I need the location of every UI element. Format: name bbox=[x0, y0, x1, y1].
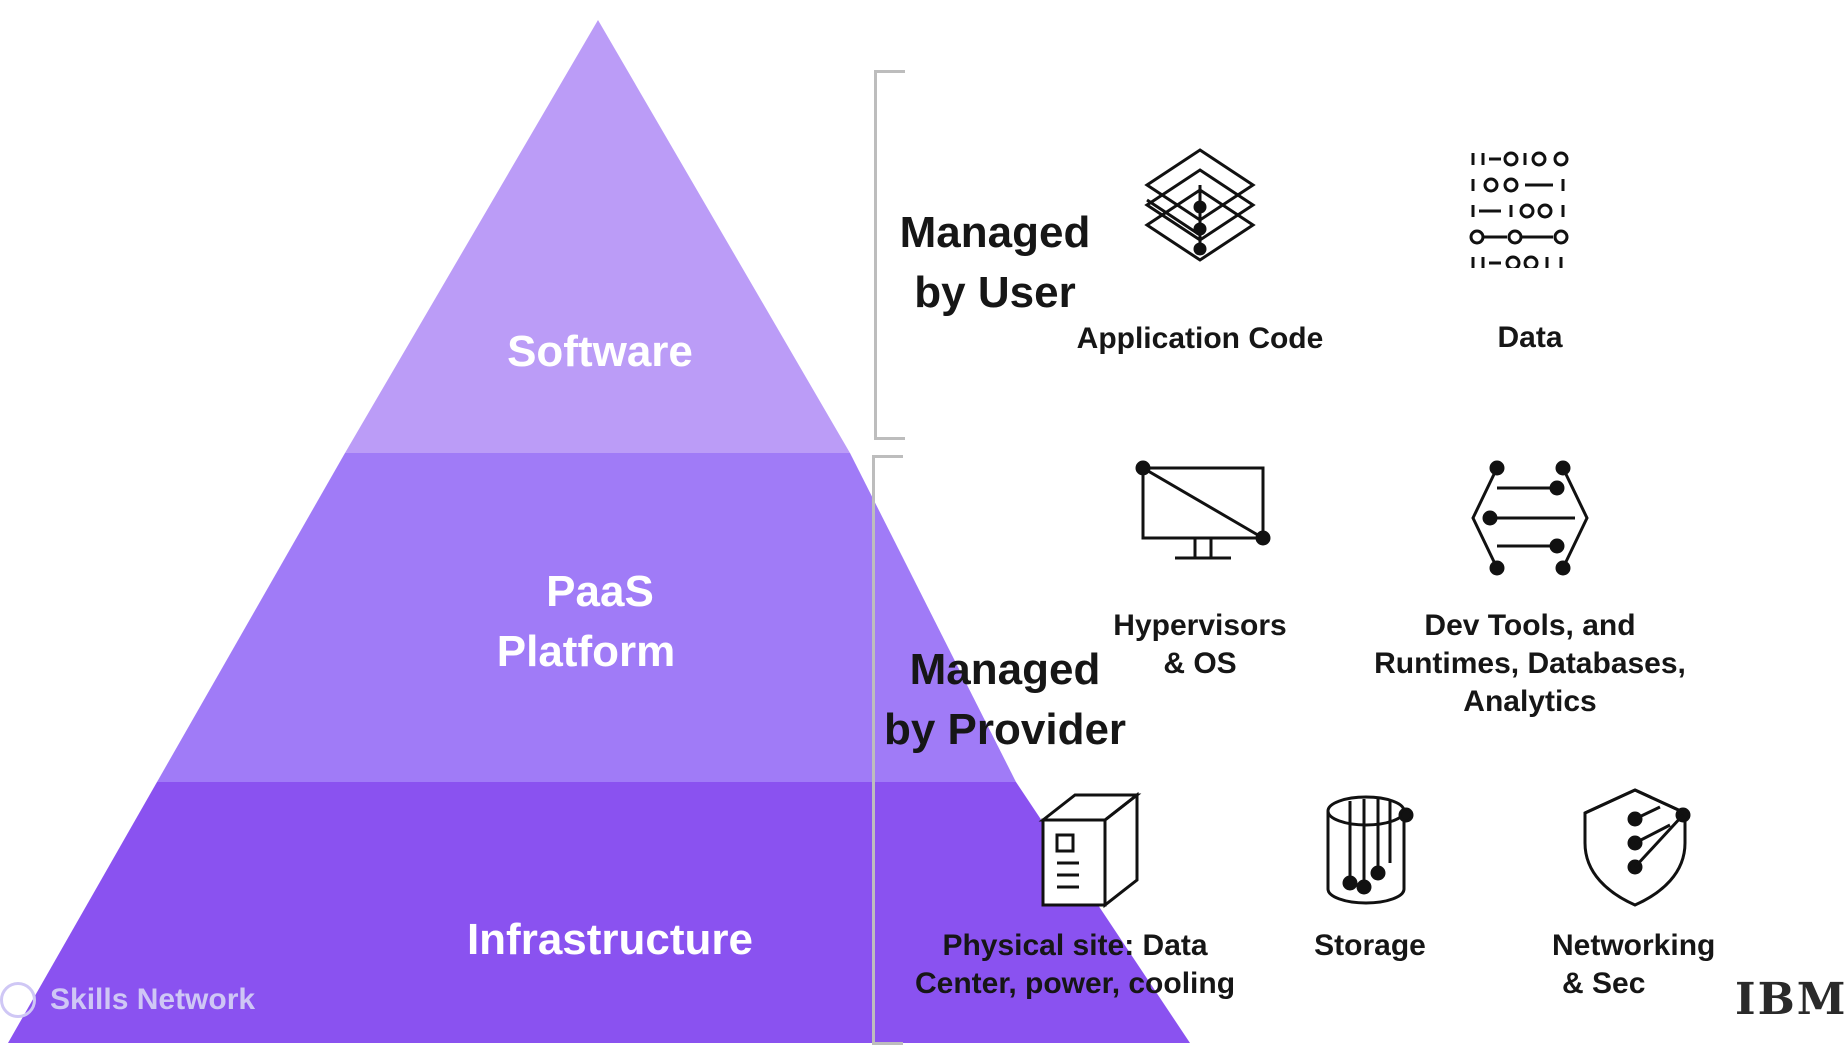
watermark-text: Skills Network bbox=[50, 983, 256, 1016]
tier-software-text: Software bbox=[507, 327, 693, 376]
devtools-line1: Dev Tools, and bbox=[1424, 609, 1636, 642]
physical-line1: Physical site: Data bbox=[942, 929, 1208, 962]
label-physical-site: Physical site: Data Center, power, cooli… bbox=[880, 927, 1270, 1003]
tier-label-infrastructure: Infrastructure bbox=[400, 910, 820, 970]
tier-label-platform: PaaS Platform bbox=[400, 562, 800, 682]
label-data: Data bbox=[1497, 321, 1563, 354]
tier-label-software: Software bbox=[420, 322, 780, 382]
label-application-code: Application Code bbox=[1076, 322, 1324, 355]
shield-network-icon bbox=[1580, 785, 1700, 910]
hypervisors-line1: Hypervisors bbox=[1113, 609, 1287, 642]
group-provider-line2: by Provider bbox=[883, 705, 1127, 754]
binary-data-icon bbox=[1465, 148, 1585, 268]
label-devtools: Dev Tools, and Runtimes, Databases, Anal… bbox=[1340, 607, 1720, 721]
pyramid-tier-platform bbox=[157, 453, 1016, 782]
ibm-logo: IBM bbox=[1735, 974, 1848, 1025]
label-networking: Networking & Sec bbox=[1530, 927, 1750, 1003]
group-provider-line1: Managed bbox=[909, 645, 1101, 694]
hypervisors-line2: & OS bbox=[1163, 647, 1237, 680]
tier-platform-text: Platform bbox=[496, 627, 676, 676]
tier-paas-text: PaaS bbox=[546, 567, 654, 616]
skills-network-watermark: Skills Network bbox=[0, 980, 255, 1020]
label-storage: Storage bbox=[1314, 929, 1426, 962]
group-label-provider: Managed by Provider bbox=[870, 640, 1140, 760]
code-bracket-icon bbox=[1465, 458, 1595, 578]
storage-cylinder-icon bbox=[1320, 793, 1420, 913]
devtools-line3: Analytics bbox=[1463, 685, 1597, 718]
networking-line2: & Sec bbox=[1562, 967, 1646, 1000]
pyramid-tier-infrastructure bbox=[8, 782, 1190, 1043]
label-hypervisors: Hypervisors & OS bbox=[1090, 607, 1310, 683]
server-tower-icon bbox=[1035, 785, 1145, 910]
physical-line2: Center, power, cooling bbox=[914, 967, 1236, 1000]
layers-icon bbox=[1140, 145, 1260, 275]
group-label-user: Managed by User bbox=[880, 203, 1110, 323]
devtools-line2: Runtimes, Databases, bbox=[1374, 647, 1686, 680]
pyramid-tier-software bbox=[345, 20, 850, 453]
bracket-managed-by-user bbox=[874, 70, 905, 440]
monitor-icon bbox=[1135, 458, 1275, 568]
skills-network-logo-icon bbox=[0, 982, 36, 1018]
group-user-line2: by User bbox=[914, 268, 1076, 317]
group-user-line1: Managed bbox=[899, 208, 1091, 257]
tier-infrastructure-text: Infrastructure bbox=[466, 915, 754, 964]
networking-line1: Networking bbox=[1552, 929, 1716, 962]
